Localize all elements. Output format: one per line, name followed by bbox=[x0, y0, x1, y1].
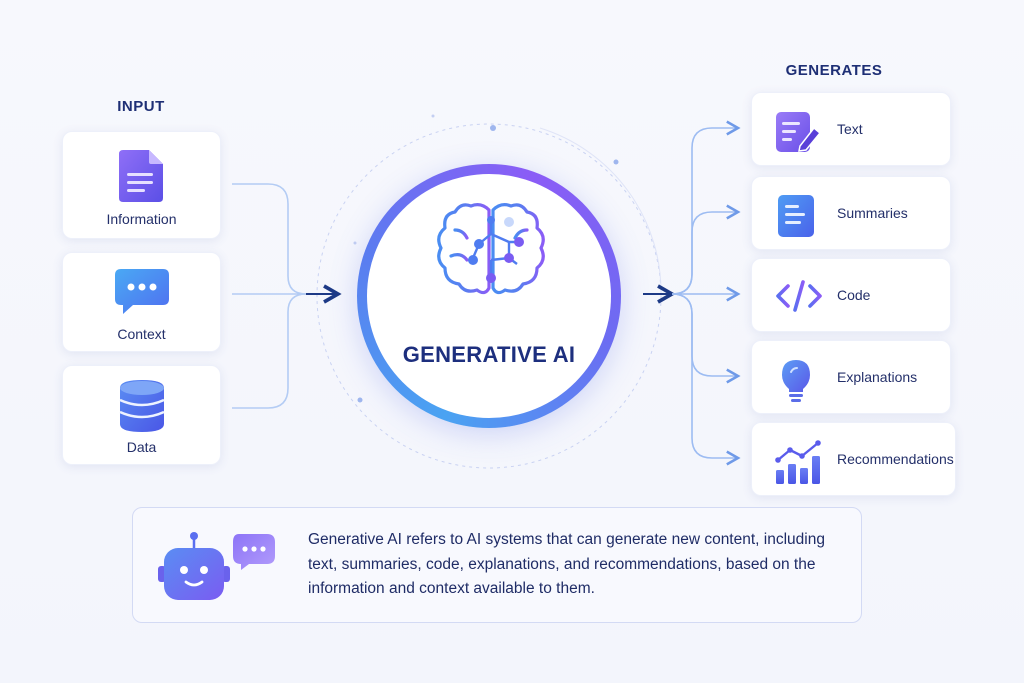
description-panel: Generative AI refers to AI systems that … bbox=[132, 507, 862, 623]
output-card-explanations[interactable]: Explanations bbox=[751, 340, 951, 414]
output-heading: GENERATES bbox=[785, 62, 883, 79]
orbit-dot bbox=[490, 125, 496, 131]
chat-bubble-icon bbox=[113, 267, 171, 322]
document-icon bbox=[117, 148, 167, 209]
hub-title: GENERATIVE AI bbox=[402, 342, 576, 367]
lightbulb-icon bbox=[774, 358, 814, 402]
output-card-summaries[interactable]: Summaries bbox=[751, 176, 951, 250]
input-label-data: Data bbox=[126, 439, 157, 455]
robot-chat-icon bbox=[155, 528, 283, 609]
input-label-context: Context bbox=[117, 326, 166, 342]
text-edit-icon bbox=[774, 110, 822, 152]
output-label-code: Code bbox=[837, 287, 871, 303]
output-card-code[interactable]: Code bbox=[751, 258, 951, 332]
database-icon bbox=[117, 378, 167, 439]
input-label-information: Information bbox=[106, 211, 177, 227]
input-heading: INPUT bbox=[117, 98, 165, 115]
hub-inner: GENERATIVE AI bbox=[367, 174, 611, 418]
input-connectors bbox=[232, 183, 307, 409]
orbit-dot bbox=[353, 241, 357, 245]
brain-circuit-icon bbox=[433, 200, 549, 305]
output-label-summaries: Summaries bbox=[837, 205, 908, 221]
generative-ai-hub: GENERATIVE AI bbox=[357, 164, 621, 428]
output-card-text[interactable]: Text bbox=[751, 92, 951, 166]
output-connectors bbox=[671, 120, 741, 466]
orbit-dot bbox=[613, 159, 619, 165]
orbit-dot bbox=[431, 114, 435, 118]
output-label-text: Text bbox=[837, 121, 863, 137]
orbit-arc bbox=[539, 127, 662, 297]
input-card-context[interactable]: Context bbox=[62, 252, 221, 352]
input-card-data[interactable]: Data bbox=[62, 365, 221, 465]
description-text: Generative AI refers to AI systems that … bbox=[308, 531, 825, 597]
summary-doc-icon bbox=[774, 194, 814, 237]
input-card-information[interactable]: Information bbox=[62, 131, 221, 239]
output-card-recommendations[interactable]: Recommendations bbox=[751, 422, 956, 496]
code-brackets-icon bbox=[774, 276, 822, 316]
output-label-explanations: Explanations bbox=[837, 369, 918, 385]
orbit-dot bbox=[357, 397, 363, 403]
output-label-recommendations: Recommendations bbox=[837, 451, 954, 467]
trend-chart-icon bbox=[774, 440, 821, 484]
